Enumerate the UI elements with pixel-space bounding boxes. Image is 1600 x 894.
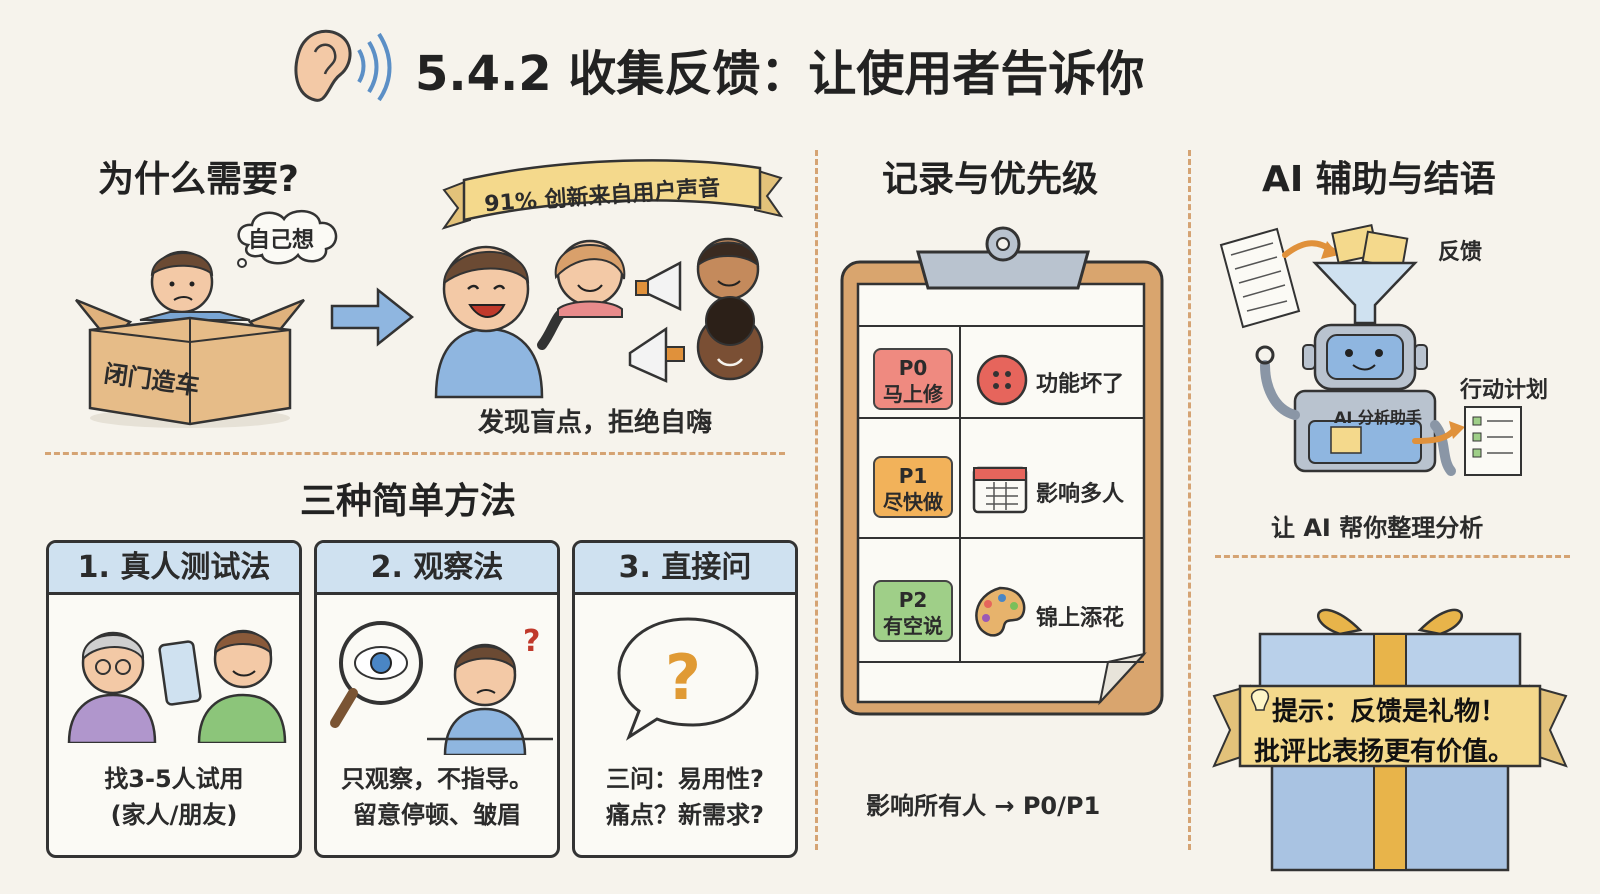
- ai-plan-label: 行动计划: [1460, 378, 1549, 403]
- priority-code: P2: [898, 588, 928, 612]
- broken-button-icon: [976, 354, 1028, 406]
- tip-line1: 提示：反馈是礼物！: [1272, 697, 1507, 727]
- ai-robot-illustration: [1219, 223, 1522, 476]
- svg-text:?: ?: [523, 624, 540, 659]
- priority-label: 有空说: [883, 614, 943, 638]
- tip-text: 提示：反馈是礼物！ 批评比表扬更有价值。: [1254, 692, 1514, 772]
- method-card-observation: 2. 观察法 ? 只观察，不指导。 留意停顿、皱眉: [314, 540, 560, 858]
- gift-box-illustration: [1212, 608, 1568, 872]
- method-desc-line2: 痛点？新需求?: [606, 801, 764, 829]
- ear-icon: [294, 29, 392, 102]
- method-desc-line1: 找3-5人试用: [104, 765, 244, 793]
- priority-footer: 影响所有人 → P0/P1: [866, 792, 1101, 820]
- user-testing-illustration: [67, 629, 287, 743]
- why-caption: 发现盲点，拒绝自嗨: [478, 408, 713, 438]
- priority-code: P0: [898, 356, 928, 380]
- method-desc: 只观察，不指导。 留意停顿、皱眉: [317, 761, 557, 833]
- priority-desc-p0: 功能坏了: [1036, 372, 1125, 397]
- method-title: 3. 直接问: [575, 543, 795, 595]
- divider-right: [1188, 150, 1191, 850]
- methods-heading: 三种简单方法: [300, 481, 517, 522]
- divider-ai-tip: [1215, 555, 1570, 558]
- method-desc-line1: 只观察，不指导。: [341, 765, 533, 793]
- priority-desc-p2: 锦上添花: [1036, 606, 1125, 631]
- method-desc: 三问：易用性? 痛点？新需求?: [575, 761, 795, 833]
- priority-heading: 记录与优先级: [882, 159, 1099, 200]
- method-desc-line1: 三问：易用性?: [606, 765, 764, 793]
- ai-heading: AI 辅助与结语: [1262, 159, 1496, 200]
- priority-label: 马上修: [883, 382, 943, 406]
- ai-robot-label: AI 分析助手: [1334, 408, 1422, 427]
- ai-feedback-label: 反馈: [1438, 240, 1483, 265]
- closed-box-illustration: [75, 250, 305, 428]
- priority-badge-p0: P0 马上修: [873, 348, 953, 410]
- divider-left: [815, 150, 818, 850]
- page-title: 5.4.2 收集反馈：让使用者告诉你: [415, 46, 1145, 102]
- method-desc-line2: (家人/朋友): [110, 801, 238, 829]
- divider-why-methods: [45, 452, 785, 455]
- palette-icon: [975, 586, 1026, 637]
- method-title: 2. 观察法: [317, 543, 557, 595]
- users-feedback-illustration: [434, 237, 764, 399]
- svg-text:?: ?: [665, 641, 701, 714]
- tip-line2: 批评比表扬更有价值。: [1254, 737, 1515, 767]
- why-heading: 为什么需要?: [98, 159, 299, 200]
- method-desc-line2: 留意停顿、皱眉: [353, 801, 521, 829]
- ai-caption: 让 AI 帮你整理分析: [1271, 514, 1484, 542]
- method-title: 1. 真人测试法: [49, 543, 299, 595]
- question-bubble-icon: ?: [617, 617, 759, 741]
- priority-badge-p2: P2 有空说: [873, 580, 953, 642]
- banner-ribbon: [441, 159, 784, 230]
- priority-label: 尽快做: [883, 490, 943, 514]
- method-desc: 找3-5人试用 (家人/朋友): [49, 761, 299, 833]
- magnifier-observation-illustration: ?: [330, 621, 553, 755]
- title-row: 5.4.2 收集反馈：让使用者告诉你: [285, 20, 1315, 110]
- method-card-ask-directly: 3. 直接问 ? 三问：易用性? 痛点？新需求?: [572, 540, 798, 858]
- priority-badge-p1: P1 尽快做: [873, 456, 953, 518]
- thought-bubble: [237, 210, 338, 268]
- method-card-user-testing: 1. 真人测试法 找3-5人试用 (家人/朋友): [46, 540, 302, 858]
- priority-code: P1: [898, 464, 928, 488]
- thought-text: 自己想: [248, 228, 315, 253]
- arrow-right-icon: [330, 287, 415, 347]
- calendar-icon: [972, 466, 1028, 514]
- priority-desc-p1: 影响多人: [1036, 482, 1125, 507]
